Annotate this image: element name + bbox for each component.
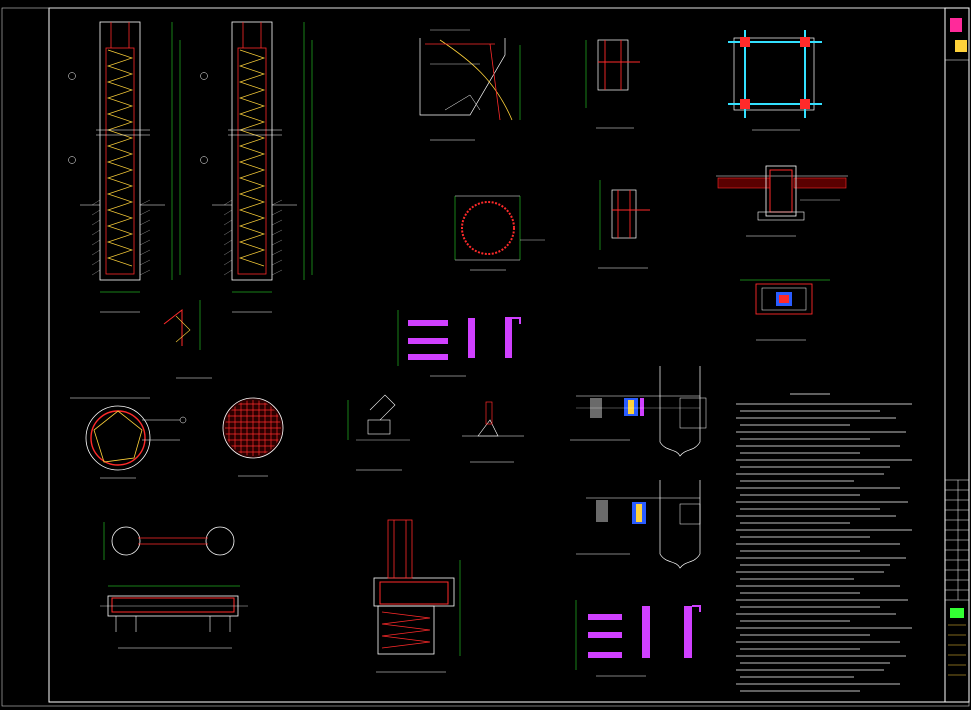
foundation-beam-section bbox=[716, 165, 848, 237]
profile-details-right bbox=[575, 600, 701, 677]
slope-wall-detail bbox=[419, 29, 521, 141]
small-footing-detail-b bbox=[462, 401, 524, 463]
inner-frame bbox=[1, 7, 970, 707]
pier-detail-a bbox=[570, 366, 707, 457]
rebar-bend-detail bbox=[163, 300, 212, 379]
pile-detail-2 bbox=[200, 21, 313, 313]
profile-details-mid bbox=[397, 310, 521, 377]
general-notes-block bbox=[736, 393, 912, 692]
tie-beam-detail bbox=[100, 522, 248, 649]
circular-section-1-1 bbox=[70, 397, 187, 479]
beam-section-blue bbox=[740, 279, 830, 341]
pile-detail-1 bbox=[68, 21, 181, 313]
column-plan-grid bbox=[728, 30, 822, 131]
pile-cap-detail bbox=[373, 519, 461, 673]
small-footing-detail-a bbox=[347, 394, 410, 471]
circular-section-grid bbox=[222, 397, 284, 477]
ring-section-2-2 bbox=[454, 195, 545, 271]
pier-detail-b bbox=[576, 480, 701, 569]
column-joint-detail-a bbox=[585, 39, 640, 129]
column-joint-detail-b bbox=[598, 180, 650, 269]
title-block bbox=[944, 7, 970, 703]
